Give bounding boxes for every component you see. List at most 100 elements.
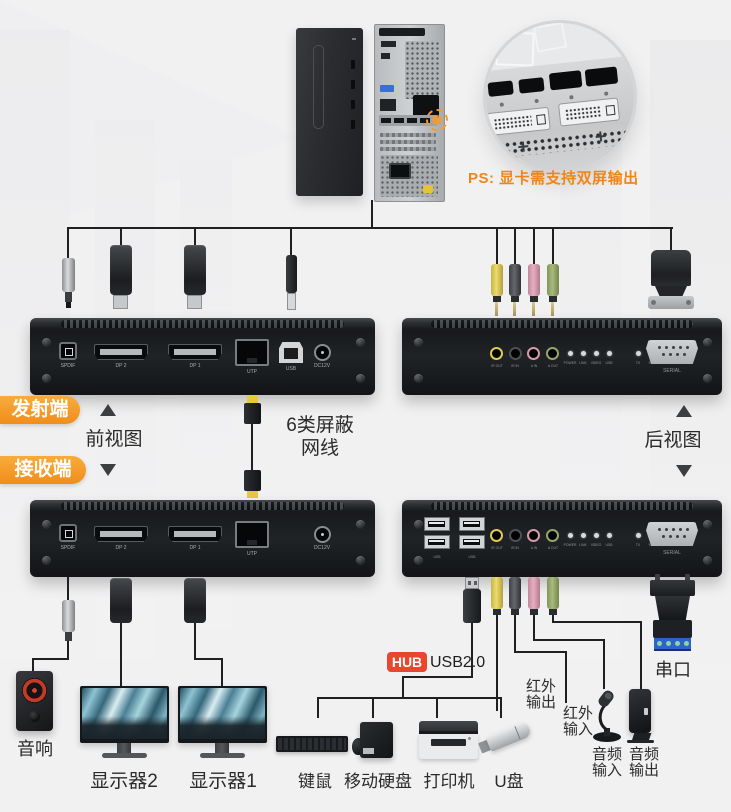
wire-audio-out-v1 [552,615,554,623]
dc-port [314,344,331,361]
device-screw [414,520,423,529]
kb-mouse-label: 键鼠 [298,772,332,791]
front-view-label: 前视图 [85,429,143,450]
port-label: DP 2 [115,545,127,551]
toslink-plug [62,600,75,632]
pc-front-tower [296,28,363,196]
monitor-1-base [200,753,245,758]
usb-plug-slot [474,581,477,585]
pc-front-usb-port [351,100,355,109]
gpu-dp-port [518,77,545,94]
rj45-notch [247,358,257,363]
wire-drop-jack2 [514,227,516,264]
vent-cross-mark [518,141,529,152]
wire-bus [68,227,673,229]
audio-plug-pin [551,302,554,316]
pc-rear-slot-cover [380,140,436,144]
monitor-screen [180,688,265,739]
audio-plug-sleeve [530,296,538,302]
wire-ir-in-v2 [565,651,567,703]
gpu-highlight-dot [432,115,442,125]
serial-adapter-top [650,580,695,596]
db9-pin [676,353,679,356]
pc-rear-vga-port [380,85,394,92]
gpu-dp-port [487,80,514,97]
wire-spdif-down [67,577,69,601]
audio-plug-green [547,264,559,296]
device-screw [414,374,423,383]
spdif-port [59,342,77,360]
jack-label: IR IN [511,363,519,368]
device-screw [42,520,51,529]
port-label: SERIAL [663,368,681,374]
usb-a-port [459,535,485,549]
audio-out-button [644,708,648,715]
up-arrow [676,405,692,417]
usb-b-plug-tip [287,293,296,310]
device-vent [430,502,694,510]
ir-in-label-line1: 红外 [562,705,593,722]
device-screw [356,338,365,347]
audio-plug-pin [532,302,535,316]
wire-monitor1-v2 [221,658,223,687]
led-label: TX [635,542,641,547]
up-arrow [100,404,116,416]
pc-front-usb-port [351,120,355,129]
audio-out-jack [546,347,559,360]
led-label: POWER [563,542,577,547]
device-screw [703,520,712,529]
port-label: USB [433,554,441,559]
toslink-plug-end [66,302,71,308]
wire-monitor1-v1 [194,623,196,660]
usb-a-plug-tip [465,577,479,589]
receiver-rear-device [402,500,722,577]
displayport-plug [184,245,206,295]
wire-hub-v1 [471,623,473,678]
wire-drop-jack1 [496,227,498,264]
audio-plug-pin [495,302,498,316]
device-screw [356,374,365,383]
displayport-plug-tongue [187,295,202,309]
pc-rear-io-port [381,53,390,59]
db9-plug-neck [655,286,687,296]
wire-monitor1-h [194,658,223,660]
port-label: USB [285,366,297,372]
usb-flash-drive [474,711,539,764]
led-label: USB [605,360,613,365]
ir-in-jack [509,347,522,360]
db9-pin [679,346,682,349]
port-label: UTP [247,369,257,375]
gpu-highlight-ring [426,109,448,131]
audio-plug-sleeve [493,609,501,615]
audio-plug-sleeve [511,296,519,302]
device-screw [42,338,51,347]
jack-label: A OUT [547,363,559,368]
printer-scanner-slot [419,731,478,734]
spdif-inner [65,348,73,356]
spdif-port [59,524,77,542]
dp-port-tongue [174,531,216,537]
printer-button [468,737,471,740]
port-label: DC12V [313,363,331,369]
db9-pin [669,535,672,538]
audio-out-jack [546,529,559,542]
wire-audio-in-v2 [603,639,605,689]
pc-rear-gpu-port [407,118,417,123]
status-led [581,351,586,356]
cat6-cable [251,424,253,477]
port-label: DP 2 [115,363,127,369]
terminal-screw [684,641,689,646]
audio-plug-yellow [491,577,503,609]
device-screw [356,556,365,565]
device-vent [61,502,344,510]
wire-drop-usbb [290,227,292,255]
audio-plug-sleeve [549,296,557,302]
led-label: POWER [563,360,577,365]
rj45-plug-top-body [244,403,261,424]
wire-monitor2 [120,623,122,687]
db9-pin [658,346,661,349]
terminal-screw [666,641,671,646]
led-label: VIDEO [590,542,602,547]
device-screw [703,556,712,565]
db9-pin [665,528,668,531]
